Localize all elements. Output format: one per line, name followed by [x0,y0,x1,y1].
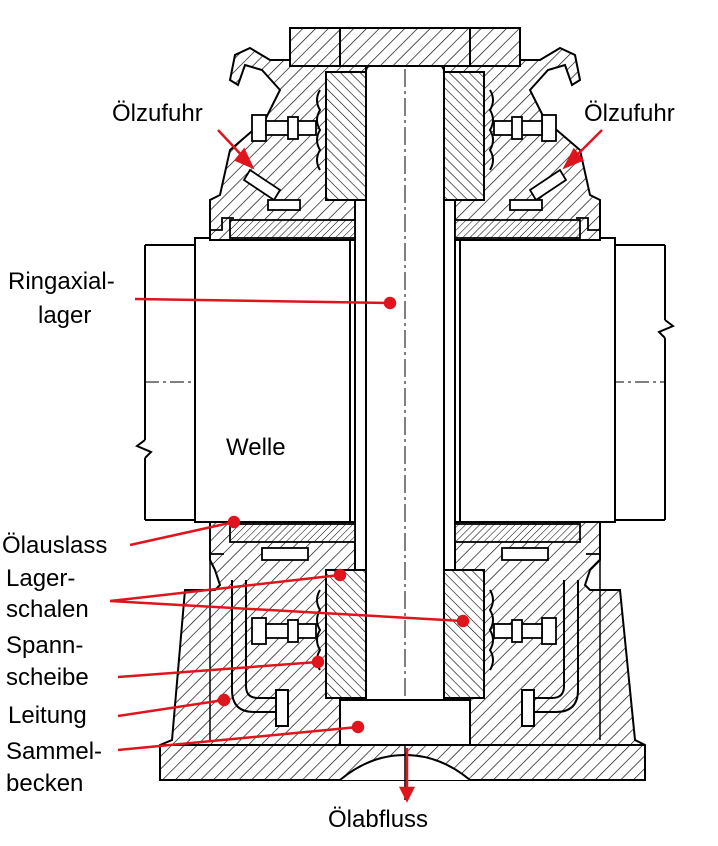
oil-inlet-channels [242,168,568,211]
dot-spannscheibe [311,655,325,669]
dot-oelauslass [227,515,241,529]
leader-leitung [117,698,225,718]
label-ringaxiallager-line2: lager [38,302,92,329]
label-leitung: Leitung [8,702,87,729]
lower-bolts [251,617,557,645]
leader-sammelbecken [117,725,359,752]
upper-housing [209,27,601,241]
leader-oelauslass [129,520,235,547]
dot-lagerschalen-1 [333,568,347,582]
central-disc [365,40,445,800]
label-spannscheibe-line1: Spann- [6,632,84,659]
upper-bolts [251,114,557,142]
label-oelabfluss: Ölabfluss [328,806,429,833]
leader-lagerschalen-1 [109,573,341,603]
leader-lagerschalen-2 [109,599,464,623]
lower-seals [209,523,601,561]
label-oelzufuhr-right: Ölzufuhr [584,100,675,127]
lower-bearing-shells [316,569,494,699]
annotation-leaders [109,129,603,803]
label-ringaxiallager-line1: Ringaxial- [8,268,115,295]
shaft [135,244,675,521]
arrowhead-oelzufuhr-left [234,147,255,170]
arrowhead-oelzufuhr-right [562,147,585,170]
arrowhead-oelabfluss [398,786,416,803]
label-welle: Welle [226,434,286,461]
upper-seals [209,200,601,239]
label-oelzufuhr-left: Ölzufuhr [112,100,203,127]
dot-lagerschalen-2 [456,614,470,628]
leader-spannscheibe [117,660,319,679]
label-oelauslass: Ölauslass [2,532,108,559]
label-spannscheibe-line2: scheibe [6,664,89,691]
label-lagerschalen-line2: schalen [6,596,89,623]
leader-ringaxiallager [134,297,391,305]
collar-blocks [194,237,616,523]
label-sammelbecken-line2: becken [6,770,84,797]
upper-bearing-shells [316,71,494,201]
dot-ringaxiallager [383,296,397,310]
oil-pipes [231,580,579,727]
label-sammelbecken-line1: Sammel- [6,738,103,765]
label-lagerschalen-line1: Lager- [6,565,76,592]
dot-sammelbecken [351,720,365,734]
dot-leitung [217,693,231,707]
